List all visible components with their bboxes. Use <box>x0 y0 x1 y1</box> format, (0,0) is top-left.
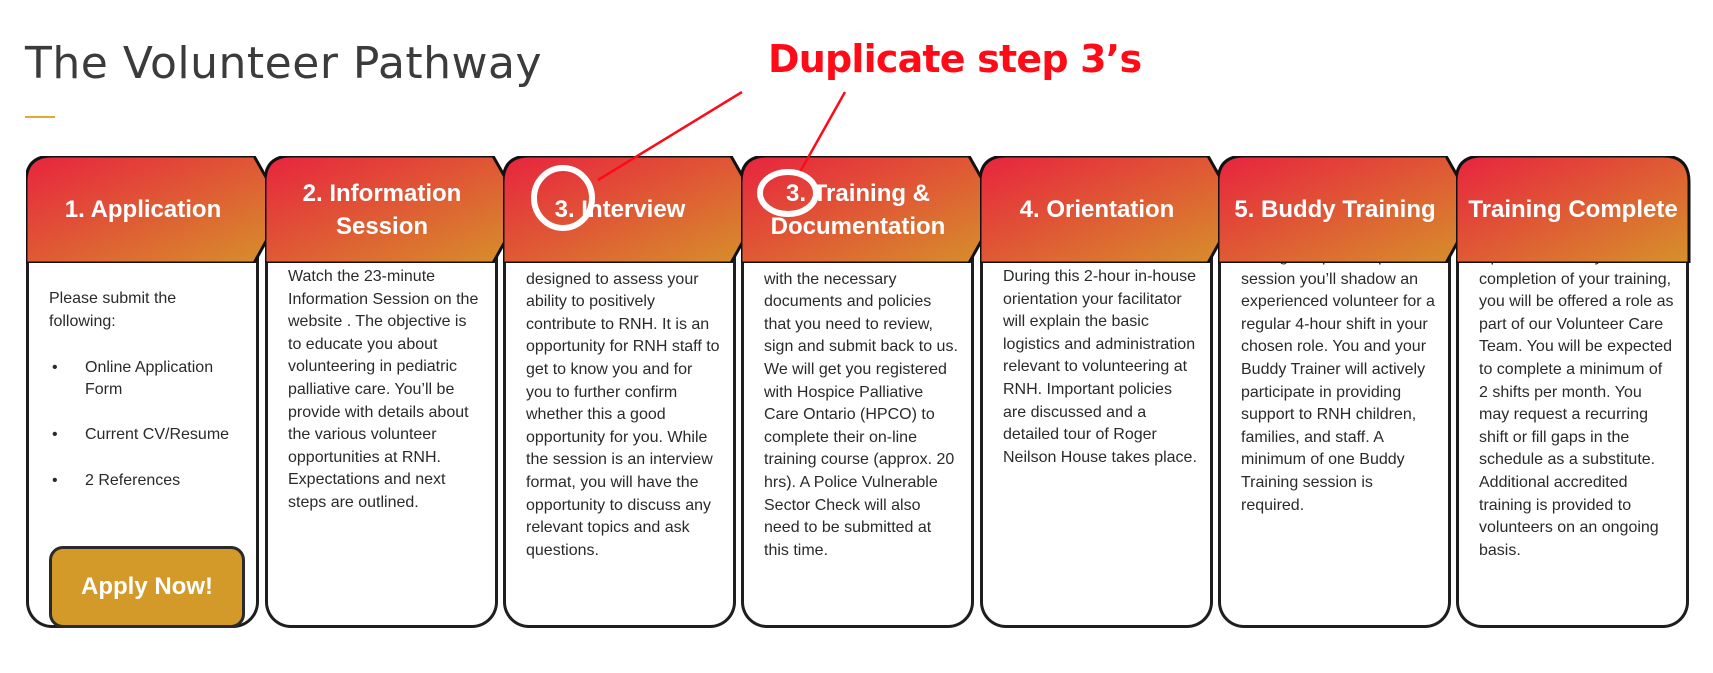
list-item: Current CV/Resume <box>49 424 244 447</box>
step-card: You will receive an email with the neces… <box>741 226 974 628</box>
step-training-documentation: You will receive an email with the neces… <box>741 156 1001 631</box>
step-buddy-training: During this peer-to-peer session you’ll … <box>1218 156 1478 631</box>
requirements-list: Online Application Form Current CV/Resum… <box>49 334 244 515</box>
header-shape <box>1456 156 1691 263</box>
list-item: 2 References <box>49 470 244 493</box>
step-description: During this 2-hour in-house orientation … <box>1003 268 1197 466</box>
step-application: Please submit the following: Online Appl… <box>26 156 286 631</box>
step-card: Watch the 23-minute Information Session … <box>265 226 498 628</box>
apply-now-button[interactable]: Apply Now! <box>49 546 245 628</box>
annotation-arrow-line <box>597 90 743 182</box>
list-item: Online Application Form <box>49 357 244 402</box>
step-title: Training Complete <box>1468 196 1678 223</box>
step-description: Upon satisfactory completion of your tra… <box>1479 248 1674 559</box>
title-underline <box>25 116 55 118</box>
step-card: Please submit the following: Online Appl… <box>26 226 259 628</box>
annotation-circle <box>531 165 595 231</box>
step-header: 1. Application <box>26 156 296 263</box>
step-card: During this peer-to-peer session you’ll … <box>1218 226 1451 628</box>
step-interview: This 1-hour interview is designed to ass… <box>503 156 763 631</box>
step-information-session: Watch the 23-minute Information Session … <box>265 156 525 631</box>
step-title: 5. Buddy Training <box>1234 196 1436 223</box>
page-title: The Volunteer Pathway <box>25 38 543 89</box>
annotation-arrow-line <box>798 91 847 173</box>
step-title: 4. Orientation <box>1019 196 1175 223</box>
step-header: 3. Interview <box>503 156 773 263</box>
step-header: Training Complete <box>1456 156 1713 263</box>
step-card: Upon satisfactory completion of your tra… <box>1456 226 1689 628</box>
step-header: 2. Information Session <box>265 156 535 263</box>
annotation-label: Duplicate step 3’s <box>768 37 1142 81</box>
step-title: 1. Application <box>64 196 222 223</box>
annotation-circle <box>757 169 819 217</box>
step-description: Watch the 23-minute Information Session … <box>288 268 479 511</box>
step-card: During this 2-hour in-house orientation … <box>980 226 1213 628</box>
step-application-intro: Please submit the following: <box>49 290 177 330</box>
step-training-complete: Upon satisfactory completion of your tra… <box>1456 156 1691 631</box>
step-title: 2. Information Session <box>302 179 462 240</box>
step-title: 3. Interview <box>554 196 686 223</box>
step-orientation: During this 2-hour in-house orientation … <box>980 156 1240 631</box>
